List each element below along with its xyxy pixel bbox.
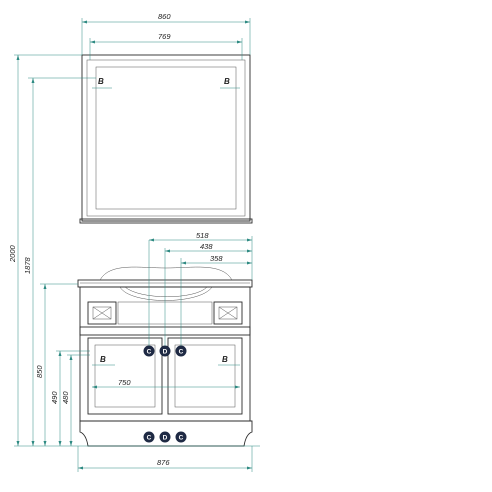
mirror-bottom-ledge: [79, 218, 253, 224]
dim-850: 850: [35, 283, 78, 446]
dim-490-label: 490: [50, 391, 59, 404]
vanity-label-b-left: B: [100, 355, 106, 364]
mirror-glass: [95, 66, 237, 210]
mirror-label-b-left: B: [98, 77, 104, 86]
dim-750-label: 750: [118, 378, 131, 387]
svg-text:D: D: [163, 435, 168, 442]
dim-518: 518: [149, 231, 252, 242]
vanity-label-b-right: B: [222, 355, 228, 364]
dim-1878: 1878: [23, 77, 96, 446]
dim-750: 750: [92, 378, 240, 389]
dim-860-label: 860: [158, 12, 171, 21]
dim-438-label: 438: [200, 242, 213, 251]
marker-d-lower: [159, 431, 171, 443]
marker-c-lower-left: [143, 431, 155, 443]
svg-text:C: C: [147, 349, 152, 356]
dim-769: 769: [89, 32, 243, 60]
sink-basin: [99, 266, 233, 281]
dim-1878-label: 1878: [23, 256, 32, 274]
markers-lower: C D C: [143, 431, 187, 443]
dim-518-label: 518: [196, 231, 209, 240]
dim-850-label: 850: [35, 365, 44, 378]
svg-text:C: C: [179, 349, 184, 356]
dim-2000: 2000: [8, 54, 82, 446]
dim-480-label: 480: [61, 391, 70, 404]
dim-769-label: 769: [158, 32, 171, 41]
dim-438: 438: [165, 242, 252, 253]
drawer-left: [87, 301, 117, 325]
dim-860: 860: [81, 12, 251, 55]
svg-text:C: C: [179, 435, 184, 442]
dim-876: 876: [77, 446, 253, 472]
door-right: [167, 337, 243, 415]
door-left: [87, 337, 163, 415]
dim-358-label: 358: [210, 254, 223, 263]
dim-490: 490: [50, 350, 90, 446]
marker-c-lower-right: [175, 431, 187, 443]
dim-2000-label: 2000: [8, 244, 17, 263]
dim-876-label: 876: [157, 458, 170, 467]
mirror-label-b-right: B: [224, 77, 230, 86]
mirror-inner-frame: [86, 59, 246, 217]
svg-text:D: D: [163, 349, 168, 356]
dim-480: 480: [61, 354, 90, 446]
markers-upper: C D C: [143, 345, 187, 357]
svg-text:C: C: [147, 435, 152, 442]
mirror: [79, 54, 253, 224]
drawer-right: [213, 301, 243, 325]
dim-358: 358: [181, 254, 252, 265]
